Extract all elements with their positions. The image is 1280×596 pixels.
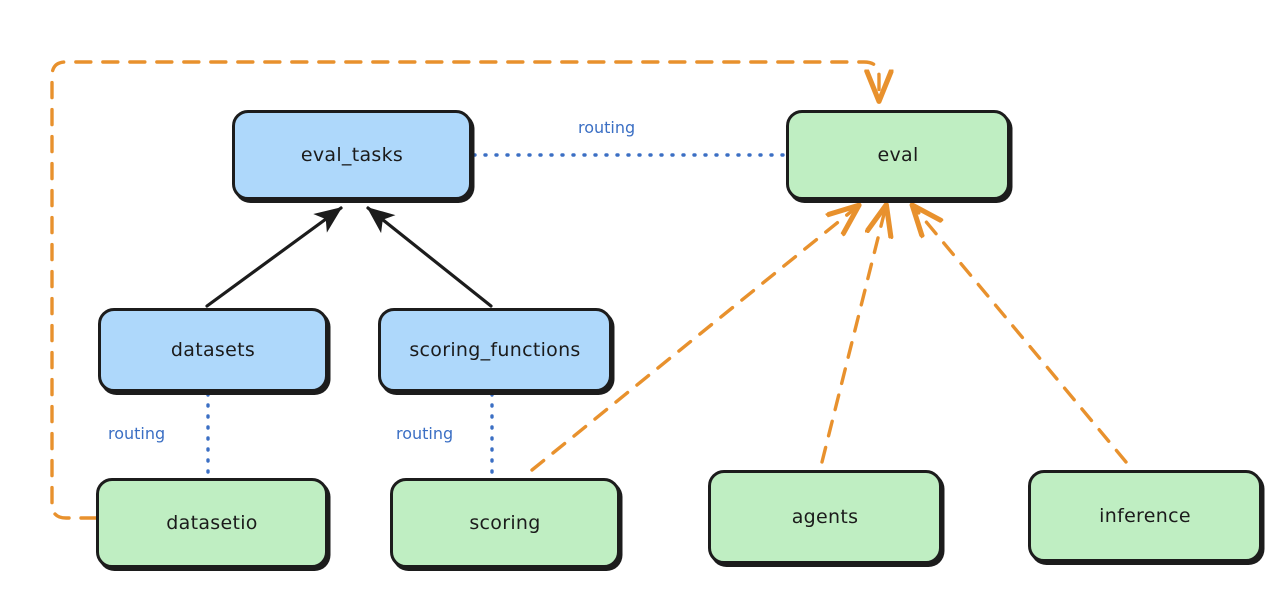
edge-agents-to-eval [820,206,886,464]
edge-label-routing-eval-tasks-eval: routing [578,118,636,137]
edge-datasets-to-eval-tasks [205,206,343,308]
edge-inference-to-eval [913,206,1128,464]
node-eval-tasks[interactable]: eval_tasks [232,110,472,200]
node-scoring-functions[interactable]: scoring_functions [378,308,612,392]
node-datasetio[interactable]: datasetio [96,478,328,568]
node-label: scoring [469,512,541,534]
node-eval[interactable]: eval [786,110,1010,200]
edge-scoring-to-eval [530,206,858,472]
edge-label-routing-scoring-functions-scoring: routing [396,424,454,443]
node-scoring[interactable]: scoring [390,478,620,568]
node-label: datasets [170,339,256,361]
node-label: eval [877,144,919,166]
node-inference[interactable]: inference [1028,470,1262,562]
node-label: agents [791,506,859,528]
edge-datasetio-to-eval [50,60,879,520]
node-label: inference [1099,505,1191,527]
node-agents[interactable]: agents [708,470,942,564]
edge-scoring-functions-to-eval-tasks [366,206,493,308]
node-datasets[interactable]: datasets [98,308,328,392]
edge-label-routing-datasets-datasetio: routing [108,424,166,443]
node-label: eval_tasks [300,144,404,166]
node-label: scoring_functions [409,339,581,361]
node-label: datasetio [166,512,258,534]
